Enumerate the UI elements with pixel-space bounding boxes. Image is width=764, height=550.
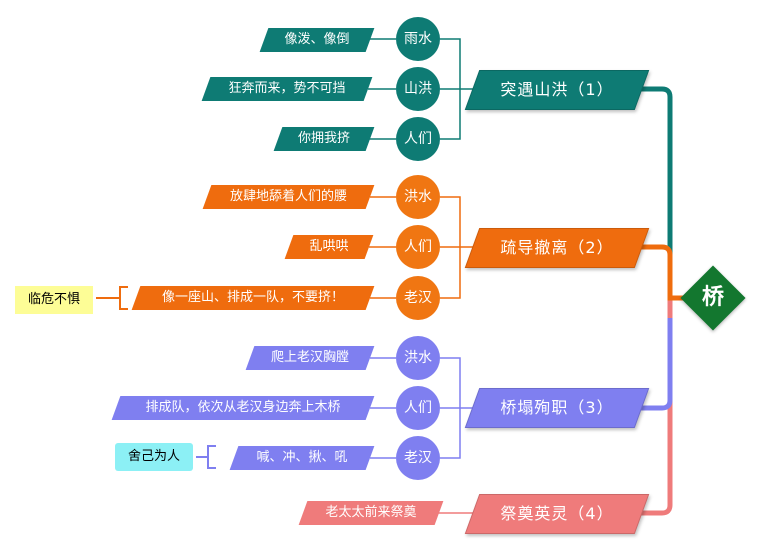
main-connector: [636, 244, 684, 301]
detail-old-lady: 老太太前来祭奠: [298, 501, 444, 525]
note-selfless: 舍己为人: [115, 443, 193, 471]
node-people-3: 人们: [396, 386, 440, 430]
detail-old-man-3: 喊、冲、揪、吼: [229, 446, 375, 470]
center-topic: 桥: [680, 265, 746, 331]
node-people-1: 人们: [396, 117, 440, 161]
branch-1-title: 突遇山洪（1）: [464, 70, 650, 110]
detail-old-man-2: 像一座山、排成一队，不要挤！: [131, 286, 375, 310]
note-bracket: [207, 445, 216, 469]
detail-water-2: 放肆地舔着人们的腰: [202, 185, 375, 209]
detail-flood: 狂奔而来，势不可挡: [201, 77, 373, 101]
node-rain: 雨水: [396, 17, 440, 61]
note-fearless: 临危不惧: [15, 286, 93, 314]
node-flood: 山洪: [396, 67, 440, 111]
center-label: 桥: [701, 285, 724, 310]
node-people-2: 人们: [396, 225, 440, 269]
main-connector: [636, 318, 673, 411]
detail-people-1: 你拥我挤: [273, 127, 375, 151]
branch-3-title: 桥塌殉职（3）: [464, 388, 650, 428]
branch-4-title: 祭奠英灵（4）: [464, 494, 650, 534]
main-connector: [636, 300, 673, 516]
branch-2-title: 疏导撤离（2）: [464, 228, 650, 268]
detail-rain: 像泼、像倒: [259, 28, 375, 52]
detail-people-2: 乱哄哄: [284, 235, 374, 259]
detail-water-3: 爬上老汉胸膛: [245, 346, 375, 370]
node-water-3: 洪水: [396, 336, 440, 380]
node-old-man-2: 老汉: [396, 276, 440, 320]
detail-people-3: 排成队，依次从老汉身边奔上木桥: [111, 396, 375, 420]
node-water-2: 洪水: [396, 175, 440, 219]
main-connector: [636, 86, 673, 272]
node-old-man-3: 老汉: [396, 436, 440, 480]
note-bracket: [119, 286, 128, 310]
